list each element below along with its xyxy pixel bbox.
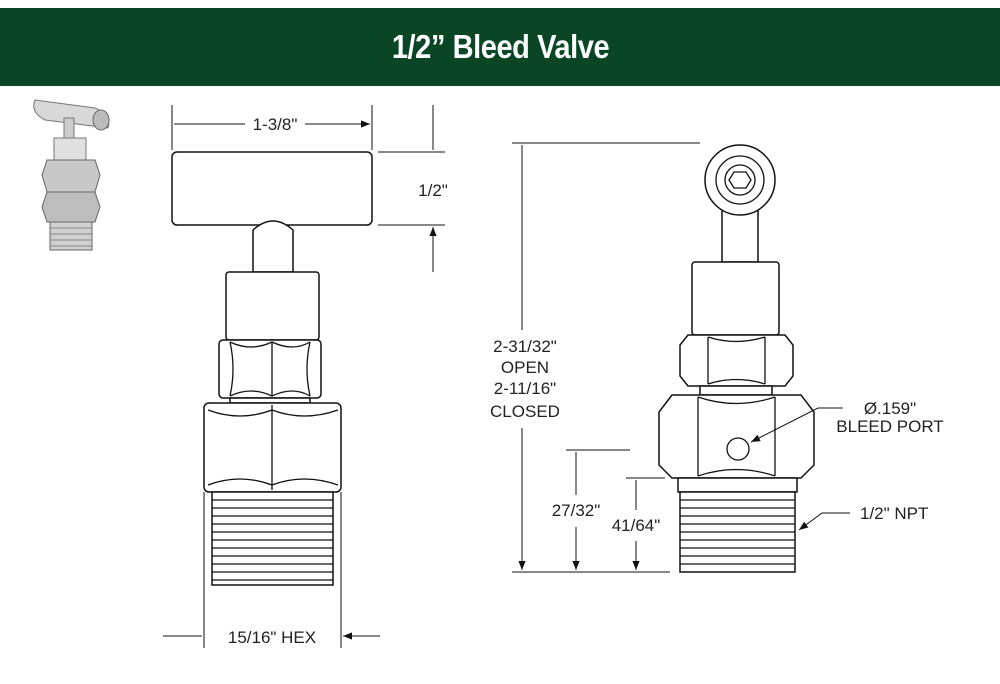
bleed-port-diameter: Ø.159"	[864, 399, 916, 418]
packing-nut	[218, 339, 322, 399]
hex-height-label: 27/32"	[552, 501, 601, 520]
side-view: 2-31/32" OPEN 2-11/16" CLOSED 27/32" 41/…	[490, 142, 944, 572]
bleed-port-hole	[726, 437, 750, 461]
bonnet	[225, 271, 320, 341]
stem	[252, 220, 294, 273]
front-view: 1-3/8" 1/2" 15/16" HEX	[163, 105, 448, 648]
bleed-port-label: BLEED PORT	[836, 417, 943, 436]
closed-label: CLOSED	[490, 402, 560, 421]
bonnet	[691, 261, 780, 336]
open-label: OPEN	[501, 358, 549, 377]
overall-height-open: 2-31/32"	[493, 337, 557, 356]
handle-end	[704, 144, 776, 216]
packing-nut	[679, 334, 794, 387]
handle-height-label: 1/2"	[418, 181, 448, 200]
thread-height-label: 41/64"	[612, 516, 661, 535]
npt-thread	[211, 491, 334, 586]
product-photo	[33, 99, 110, 251]
title-banner: 1/2” Bleed Valve	[0, 8, 1000, 86]
page-title: 1/2” Bleed Valve	[391, 28, 609, 65]
t-handle	[171, 151, 373, 226]
overall-height-closed: 2-11/16"	[494, 379, 556, 398]
hex-size-label: 15/16" HEX	[228, 628, 316, 647]
thread-spec-label: 1/2" NPT	[860, 504, 928, 523]
body-hex	[658, 394, 815, 479]
handle-width-label: 1-3/8"	[253, 115, 298, 134]
